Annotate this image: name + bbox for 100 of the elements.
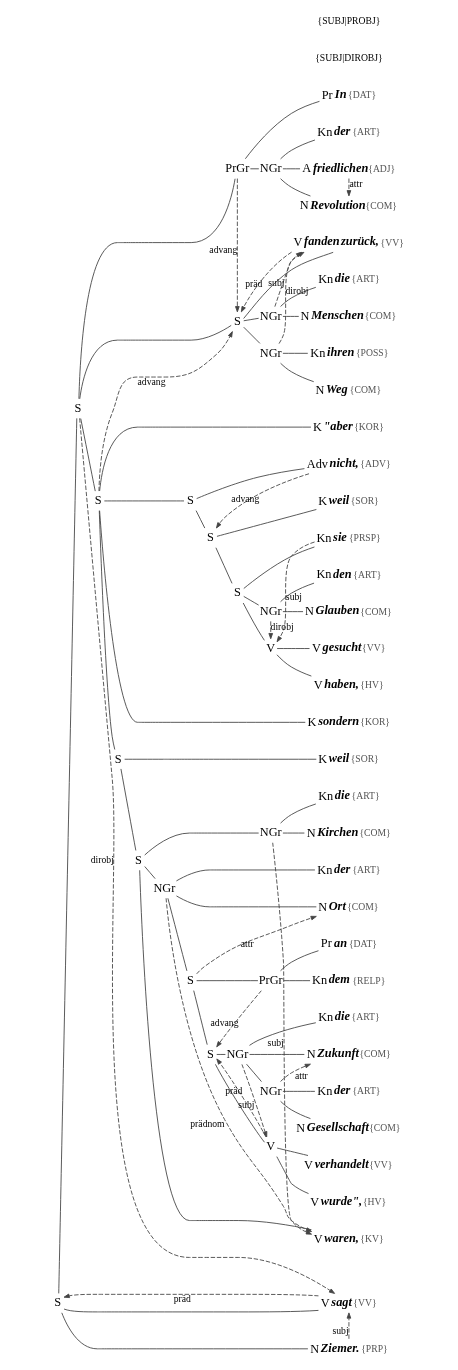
- arrow: [235, 178, 240, 313]
- node-text: N: [296, 1120, 306, 1135]
- connector: [276, 1147, 309, 1156]
- arrow: [165, 897, 312, 1232]
- node-text: Kn: [312, 973, 328, 988]
- node-label: nicht,: [329, 455, 359, 470]
- connector: [144, 866, 156, 880]
- node-label: {COM}: [359, 826, 391, 838]
- edge-label: präd: [245, 277, 263, 289]
- node-label: {COM}: [349, 384, 382, 396]
- node-label: weil: [328, 492, 350, 507]
- connector: [196, 468, 305, 500]
- arrow: [240, 251, 293, 313]
- connector: [243, 317, 260, 322]
- connector: [79, 325, 232, 400]
- node-text: V: [266, 640, 276, 655]
- node-label: die: [334, 787, 350, 802]
- node-label: gesucht: [322, 640, 362, 655]
- connector: [282, 315, 300, 317]
- node-text: Pr: [320, 936, 332, 951]
- node-label: dem: [328, 972, 350, 987]
- node-text: N: [306, 825, 316, 840]
- node-text: S: [74, 400, 82, 415]
- connector: [276, 1156, 309, 1194]
- node-label: Gesellschaft: [306, 1120, 369, 1135]
- node-label: verhandelt: [314, 1156, 369, 1171]
- node-label: {COM}: [359, 1048, 391, 1060]
- node-text: V: [266, 1138, 276, 1153]
- connector: [124, 758, 317, 760]
- connector: [215, 547, 233, 584]
- node-text: V: [312, 641, 321, 656]
- node-text: Kn: [316, 567, 332, 582]
- node-label: {RELP}: [352, 974, 386, 986]
- node-label: Glauben: [315, 603, 360, 618]
- arrow: [79, 417, 336, 1294]
- node-label: Kirchen: [317, 824, 359, 839]
- node-label: {ART}: [351, 1011, 380, 1023]
- node-label: {COM}: [364, 310, 397, 322]
- edge-label: subj: [238, 1099, 255, 1111]
- node-text: K: [307, 715, 317, 730]
- edge-label: subj: [268, 276, 285, 288]
- node-text: PrGr: [225, 161, 250, 176]
- node-label: sie: [333, 529, 347, 544]
- connector: [58, 417, 78, 1294]
- node-label: die: [334, 271, 350, 286]
- node-text: N: [299, 198, 309, 213]
- node-text: S: [186, 493, 194, 508]
- node-label: ihren: [326, 345, 355, 360]
- node-label: an: [334, 935, 347, 950]
- node-text: S: [54, 1295, 62, 1310]
- node-text: Kn: [317, 124, 333, 139]
- arrow: [280, 1063, 311, 1082]
- connector: [280, 286, 317, 307]
- node-label: {ART}: [352, 1085, 381, 1097]
- arrow: [346, 1312, 352, 1340]
- connector: [246, 1063, 262, 1083]
- connector: [139, 869, 312, 1231]
- connector: [216, 1054, 226, 1055]
- edge-label: advang: [209, 243, 238, 255]
- node-label: {VV}: [380, 236, 404, 248]
- node-text: S: [207, 1046, 214, 1061]
- edge-label: attr: [294, 1069, 308, 1081]
- arrow: [276, 541, 315, 643]
- edge-label: dirobj: [285, 285, 309, 297]
- node-label: {KOR}: [354, 421, 384, 433]
- node-text: S: [207, 530, 214, 545]
- connector: [276, 648, 310, 649]
- node-label: {ART}: [352, 863, 381, 875]
- node-label: {ART}: [353, 568, 382, 580]
- node-label: {ART}: [351, 273, 380, 285]
- node-label: {COM}: [365, 199, 397, 211]
- connector: [99, 510, 306, 723]
- node-label: {SOR}: [350, 494, 379, 506]
- connector: [120, 768, 137, 851]
- node-text: V: [293, 235, 303, 250]
- connector: [196, 980, 259, 982]
- node-label: der: [334, 123, 351, 138]
- connector: [99, 426, 312, 492]
- edge-label: dirobj: [270, 620, 294, 632]
- edge-label: advang: [231, 492, 260, 504]
- node-label: {POSS}: [355, 347, 389, 359]
- arrow: [241, 1063, 268, 1138]
- label: {SUBJ|PROBJ}: [317, 14, 381, 26]
- node-label: fanden: [304, 234, 340, 249]
- node-label: {ADJ}: [368, 162, 396, 174]
- node-text: S: [186, 972, 194, 987]
- node-text: S: [233, 585, 241, 600]
- connector: [167, 897, 188, 972]
- connector: [193, 990, 208, 1046]
- node-label: den: [333, 566, 352, 581]
- label: {SUBJ|DIROBJ}: [315, 51, 383, 63]
- connector: [176, 869, 316, 882]
- node-text: S: [135, 852, 142, 867]
- node-label: sagt: [331, 1294, 352, 1309]
- node-text: V: [313, 678, 323, 693]
- node-text: Kn: [317, 862, 333, 877]
- node-text: Kn: [317, 1084, 333, 1099]
- node-label: {VV}: [362, 642, 386, 654]
- connector: [280, 803, 317, 824]
- arrow: [268, 620, 273, 640]
